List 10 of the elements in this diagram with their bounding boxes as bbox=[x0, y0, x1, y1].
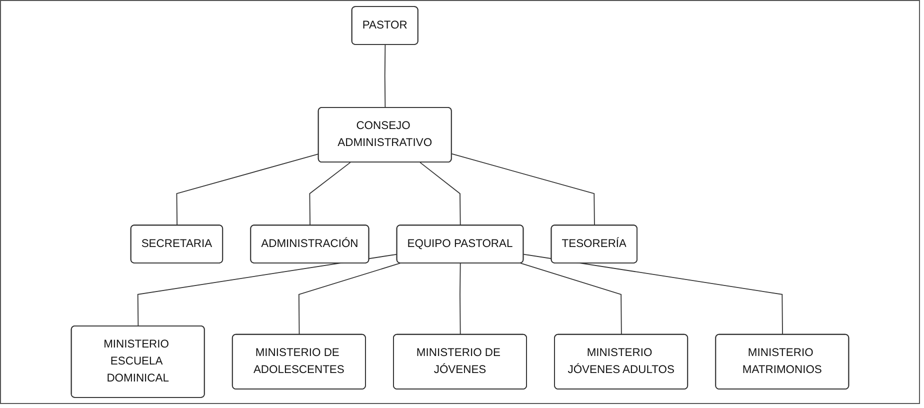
connector bbox=[309, 162, 351, 226]
connector bbox=[298, 262, 401, 336]
connector bbox=[520, 262, 622, 336]
connector bbox=[460, 262, 461, 336]
connector bbox=[523, 254, 783, 336]
connector bbox=[384, 44, 386, 108]
connector bbox=[451, 153, 595, 226]
connector bbox=[137, 254, 398, 327]
connector bbox=[420, 162, 461, 226]
connector bbox=[176, 153, 320, 226]
